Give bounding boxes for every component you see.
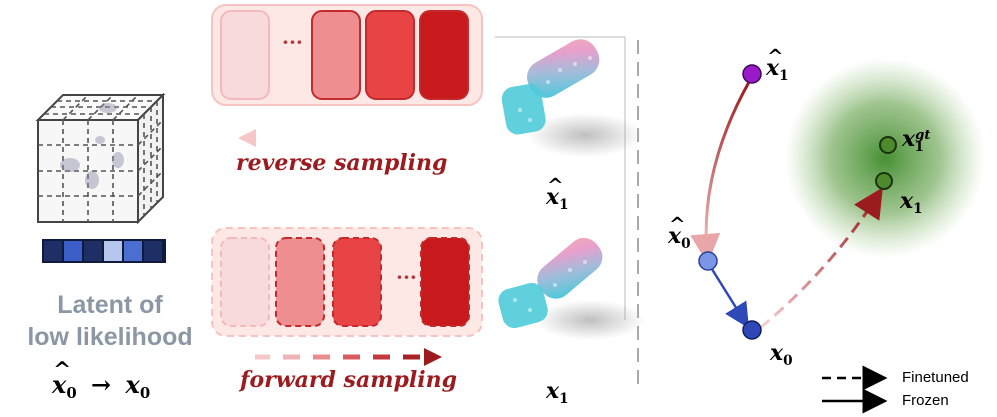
formula-to-sub: 0 (139, 384, 151, 403)
render-bottom-label: x1 (546, 378, 569, 407)
latent-token (64, 241, 82, 261)
node-x1-gt (879, 136, 897, 154)
reverse-block (220, 10, 270, 100)
target-distribution-glow (785, 58, 985, 258)
latent-token (144, 241, 162, 261)
formula-arrow: → (91, 370, 112, 399)
reverse-arrow-head (238, 129, 256, 147)
label-x1: x1 (900, 188, 923, 217)
latent-formula: x0 → x0 (52, 358, 151, 403)
latent-token (44, 241, 62, 261)
latent-token-strip (42, 239, 166, 263)
forward-sampling-caption: forward sampling (240, 367, 457, 393)
latent-title-line1: Latent of (57, 291, 163, 319)
reverse-sampling-caption: reverse sampling (236, 150, 448, 176)
frozen-path-x0hat-to-x0 (708, 265, 749, 329)
legend-finetuned-label: Finetuned (902, 369, 969, 386)
render-top-label: x1 (546, 173, 569, 213)
reverse-ellipsis: ··· (282, 30, 303, 54)
label-x1-gt: xgt1 (902, 126, 931, 155)
forward-block (275, 237, 325, 327)
point-cloud-render-top (501, 39, 643, 157)
point-cloud-render-bottom (498, 237, 645, 340)
formula-to: x (125, 370, 140, 399)
label-x0-hat: x0 (668, 212, 691, 252)
legend-frozen-label: Frozen (902, 392, 949, 409)
forward-arrow (255, 348, 442, 366)
label-x0: x0 (770, 340, 793, 369)
node-x0 (742, 320, 762, 340)
forward-block (332, 237, 382, 327)
forward-ellipsis: ··· (396, 265, 417, 289)
node-x1 (875, 172, 893, 190)
reverse-block (419, 10, 469, 100)
label-x1-hat: x1 (766, 44, 789, 84)
reverse-block (365, 10, 415, 100)
latent-token (124, 241, 142, 261)
reverse-block (311, 10, 361, 100)
formula-from: x (52, 358, 72, 399)
formula-from-sub: 0 (66, 384, 77, 403)
legend (822, 365, 888, 414)
frozen-path-reverse (690, 81, 751, 264)
latent-token (104, 241, 122, 261)
forward-block (220, 237, 270, 327)
node-x1-hat (742, 64, 762, 84)
latent-cube (35, 92, 166, 225)
reverse-blocks (220, 10, 469, 100)
forward-block (420, 237, 470, 327)
latent-title-line2: low likelihood (27, 323, 193, 351)
finetuned-path-forward (759, 187, 883, 330)
node-x0-hat (698, 251, 718, 271)
forward-blocks (220, 237, 470, 327)
latent-token (84, 241, 102, 261)
